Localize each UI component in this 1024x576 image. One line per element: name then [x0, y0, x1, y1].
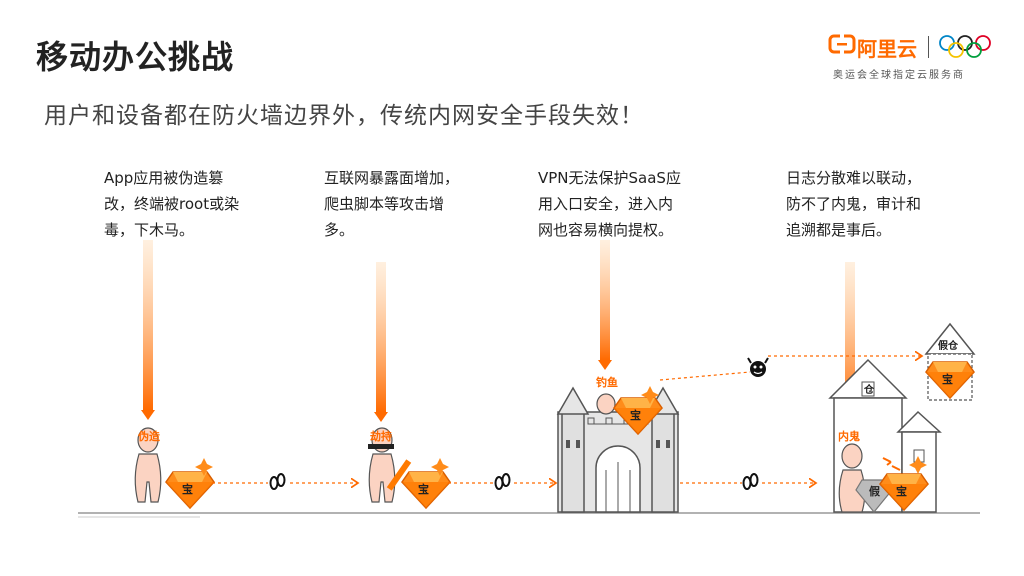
phisher-figure — [596, 393, 616, 415]
path-line-devil — [659, 371, 751, 381]
treasure-label-4: 宝 — [896, 484, 907, 498]
swap-arrows-icon — [882, 457, 901, 471]
beam-3-tip — [598, 360, 612, 370]
beam-3 — [600, 240, 610, 360]
sparkle-icon — [909, 456, 927, 474]
logo-divider — [928, 36, 929, 58]
page-subtitle: 用户和设备都在防火墙边界外，传统内网安全手段失效！ — [44, 103, 644, 129]
insider-body — [838, 469, 866, 513]
treasure-label-1: 宝 — [182, 482, 193, 496]
scenario-4-description: 日志分散难以联动， 防不了内鬼，审计和 追溯都是事后。 — [786, 169, 922, 239]
treasure-label-3: 宝 — [630, 408, 641, 422]
fake-treasure-label: 假 — [869, 484, 881, 498]
beam-2 — [376, 262, 386, 412]
scenario-3-label: 钓鱼 — [596, 375, 618, 389]
scenario-4-label: 内鬼 — [838, 429, 860, 443]
fake-warehouse-label: 假仓 — [938, 339, 959, 352]
page-title: 移动办公挑战 — [36, 38, 235, 76]
sword-icon — [386, 459, 412, 491]
scenario-1-description: App应用被伪造篡 改，终端被root或染 毒，下木马。 — [104, 169, 240, 239]
beam-1 — [143, 240, 153, 410]
scenario-2-description: 互联网暴露面增加， 爬虫脚本等攻击增 多。 — [324, 169, 460, 239]
insider-figure — [841, 443, 863, 469]
beam-4 — [845, 262, 855, 412]
castle-icon — [556, 386, 680, 513]
sparkle-icon — [431, 458, 449, 476]
sparkle-icon — [641, 386, 659, 404]
devil-icon — [747, 357, 769, 377]
beam-1-tip — [141, 410, 155, 420]
footprint-icon — [742, 473, 759, 490]
aliyun-logo-icon — [828, 34, 856, 54]
scenario-1-label: 伪造 — [137, 429, 161, 443]
footprint-icon — [494, 473, 511, 490]
scenario-3-description: VPN无法保护SaaS应 用入口安全，进入内 网也容易横向提权。 — [538, 169, 681, 239]
scenario-2-label: 劫持 — [370, 429, 392, 443]
bandit-mask — [368, 444, 394, 449]
brand-name: 阿里云 — [857, 37, 917, 61]
brand-tagline: 奥运会全球指定云服务商 — [833, 70, 965, 81]
treasure-label-5: 宝 — [942, 372, 953, 386]
treasure-label-2: 宝 — [418, 482, 429, 496]
olympic-rings-icon — [939, 35, 991, 58]
sparkle-icon — [195, 458, 213, 476]
footprint-icon — [269, 473, 286, 490]
beam-2-tip — [374, 412, 388, 422]
warehouse-label: 仓 — [863, 383, 875, 396]
